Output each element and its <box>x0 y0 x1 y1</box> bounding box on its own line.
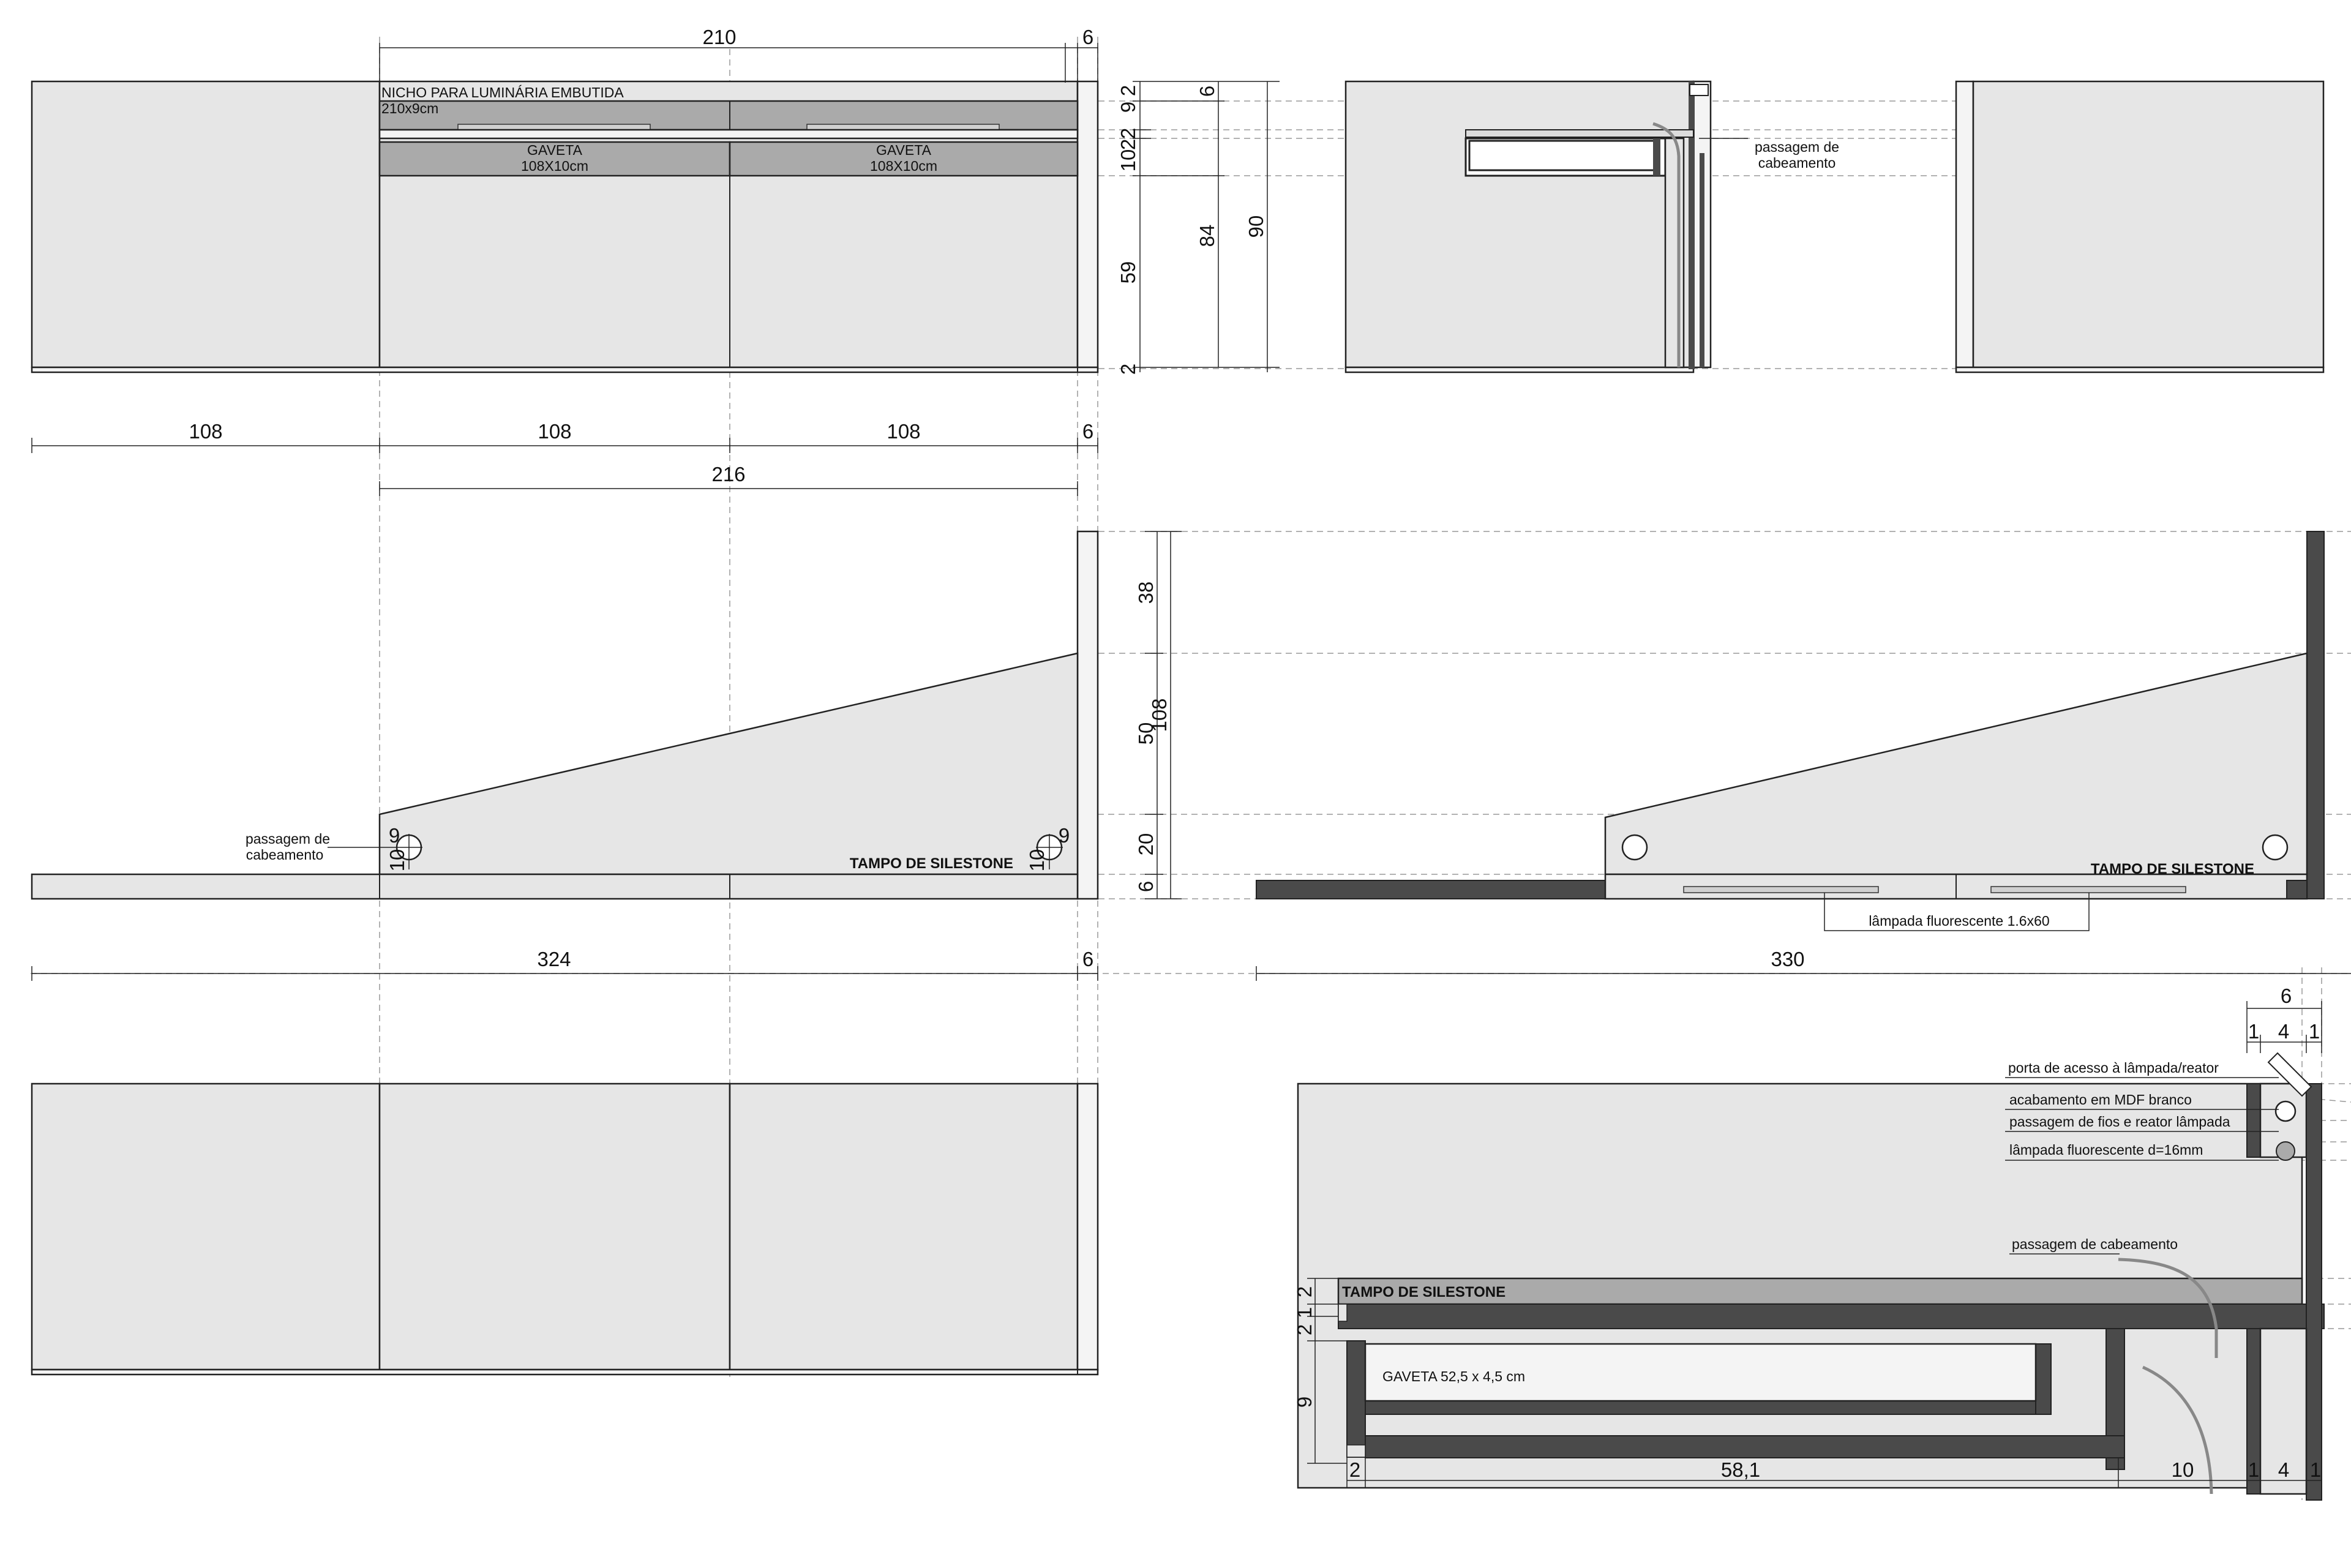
plan-hole-dim-10-right: 10 <box>1026 849 1048 872</box>
detail-section: GAVETA 52,5 x 4,5 cm TAMPO DE SILESTONE … <box>1293 985 2325 1501</box>
side-dim-59: 59 <box>1117 261 1139 284</box>
side-section: passagem de cabeamento <box>1344 80 1839 373</box>
plan-view: 9 10 9 10 passagem de cabeamento TAMPO D… <box>31 530 1182 981</box>
detail-dim-top-4: 4 <box>2278 1020 2289 1043</box>
dim-row-0: 108 <box>189 420 222 443</box>
plan-dim-20: 20 <box>1134 833 1157 856</box>
bottom-front-view <box>31 1082 1099 1376</box>
detail-dim-bottom-1b: 1 <box>2310 1458 2321 1481</box>
detail-dim-left-2a: 2 <box>1293 1286 1316 1297</box>
right-plan: TAMPO DE SILESTONE lâmpada fluorescente … <box>1256 531 2351 981</box>
plan-dim-6-bottom: 6 <box>1082 948 1093 970</box>
dim-row-3: 6 <box>1082 420 1093 443</box>
plan-cable-label-2: cabeamento <box>246 847 324 863</box>
plan-dim-50: 50 <box>1134 722 1157 745</box>
drawer-right <box>729 141 1079 177</box>
drawer-left-size: 108X10cm <box>521 158 588 174</box>
dim-top-6: 6 <box>1082 26 1093 48</box>
detail-note-1: acabamento em MDF branco <box>2009 1092 2192 1108</box>
detail-dim-top-1b: 1 <box>2309 1020 2320 1043</box>
side-dim-84: 84 <box>1196 225 1218 247</box>
detail-note-0: porta de acesso à lâmpada/reator <box>2008 1060 2219 1076</box>
drawer-right-label: GAVETA <box>876 142 932 158</box>
drawer-right-size: 108X10cm <box>870 158 937 174</box>
plan-dim-108: 108 <box>1148 698 1171 732</box>
plan-hole-dim-9-right: 9 <box>1059 824 1070 847</box>
detail-dim-left-1: 1 <box>1293 1307 1316 1318</box>
detail-dim-bottom-58: 58,1 <box>1721 1458 1760 1481</box>
side-cable-label-2: cabeamento <box>1758 155 1836 171</box>
detail-dim-top-1a: 1 <box>2248 1020 2259 1043</box>
right-plan-lamp-label: lâmpada fluorescente 1.6x60 <box>1869 913 2049 929</box>
right-elevation <box>1955 80 2325 373</box>
dim-216: 216 <box>711 463 745 486</box>
side-cable-label-1: passagem de <box>1755 139 1839 155</box>
detail-dim-bottom-10: 10 <box>2172 1458 2194 1481</box>
plan-cable-label-1: passagem de <box>246 831 330 847</box>
side-dim-2d: 2 <box>1117 364 1139 375</box>
side-dim-2b: 2 <box>1117 128 1139 139</box>
right-plan-tampo-label: TAMPO DE SILESTONE <box>2091 861 2254 877</box>
nicho-title: NICHO PARA LUMINÁRIA EMBUTIDA <box>381 84 624 100</box>
front-left-panel <box>31 80 381 369</box>
plan-hole-dim-10-left: 10 <box>386 849 408 872</box>
dim-row-2: 108 <box>887 420 920 443</box>
plan-dim-324: 324 <box>537 948 571 970</box>
plan-tampo-label: TAMPO DE SILESTONE <box>850 855 1013 872</box>
detail-dim-left-2b: 2 <box>1293 1324 1316 1335</box>
side-dim-2c: 2 <box>1117 139 1139 150</box>
detail-lamp <box>2276 1141 2295 1161</box>
detail-dim-bottom-4: 4 <box>2278 1458 2289 1481</box>
side-dim-9: 9 <box>1117 102 1139 113</box>
side-dim-2a: 2 <box>1117 85 1139 96</box>
side-dim-6: 6 <box>1196 86 1218 97</box>
dim-row-1: 108 <box>538 420 571 443</box>
detail-dim-top-6: 6 <box>2281 985 2292 1007</box>
plan-dim-38: 38 <box>1134 582 1157 604</box>
plan-dim-6: 6 <box>1134 881 1157 892</box>
detail-cable-hole <box>2274 1100 2297 1122</box>
right-plan-hole-right <box>2262 834 2289 861</box>
detail-drawer-label: GAVETA 52,5 x 4,5 cm <box>1382 1368 1525 1384</box>
dim-top-210: 210 <box>702 26 736 48</box>
plan-hole-dim-9-left: 9 <box>389 824 400 847</box>
detail-note-2: passagem de fios e reator lâmpada <box>2009 1114 2230 1130</box>
front-side-panel <box>1076 80 1099 369</box>
front-view: NICHO PARA LUMINÁRIA EMBUTIDA 210x9cm GA… <box>31 26 1099 496</box>
side-dimensions: 6 9 2 2 2 10 59 2 84 90 <box>1117 81 1280 375</box>
nicho-size: 210x9cm <box>381 100 438 116</box>
right-plan-hole-left <box>1621 834 1648 861</box>
detail-note-3: lâmpada fluorescente d=16mm <box>2009 1142 2203 1158</box>
drawer-left <box>378 141 731 177</box>
drawer-left-label: GAVETA <box>527 142 583 158</box>
detail-tampo-label: TAMPO DE SILESTONE <box>1342 1284 1505 1300</box>
detail-dim-left-9: 9 <box>1293 1397 1316 1408</box>
detail-tampo <box>1337 1277 2303 1305</box>
right-plan-dim-330: 330 <box>1771 948 1804 970</box>
detail-dim-bottom-2: 2 <box>1349 1458 1360 1481</box>
side-dim-10: 10 <box>1117 149 1139 172</box>
detail-cable-note: passagem de cabeamento <box>2012 1236 2178 1252</box>
side-dim-90: 90 <box>1245 216 1267 238</box>
detail-dim-bottom-1a: 1 <box>2248 1458 2259 1481</box>
